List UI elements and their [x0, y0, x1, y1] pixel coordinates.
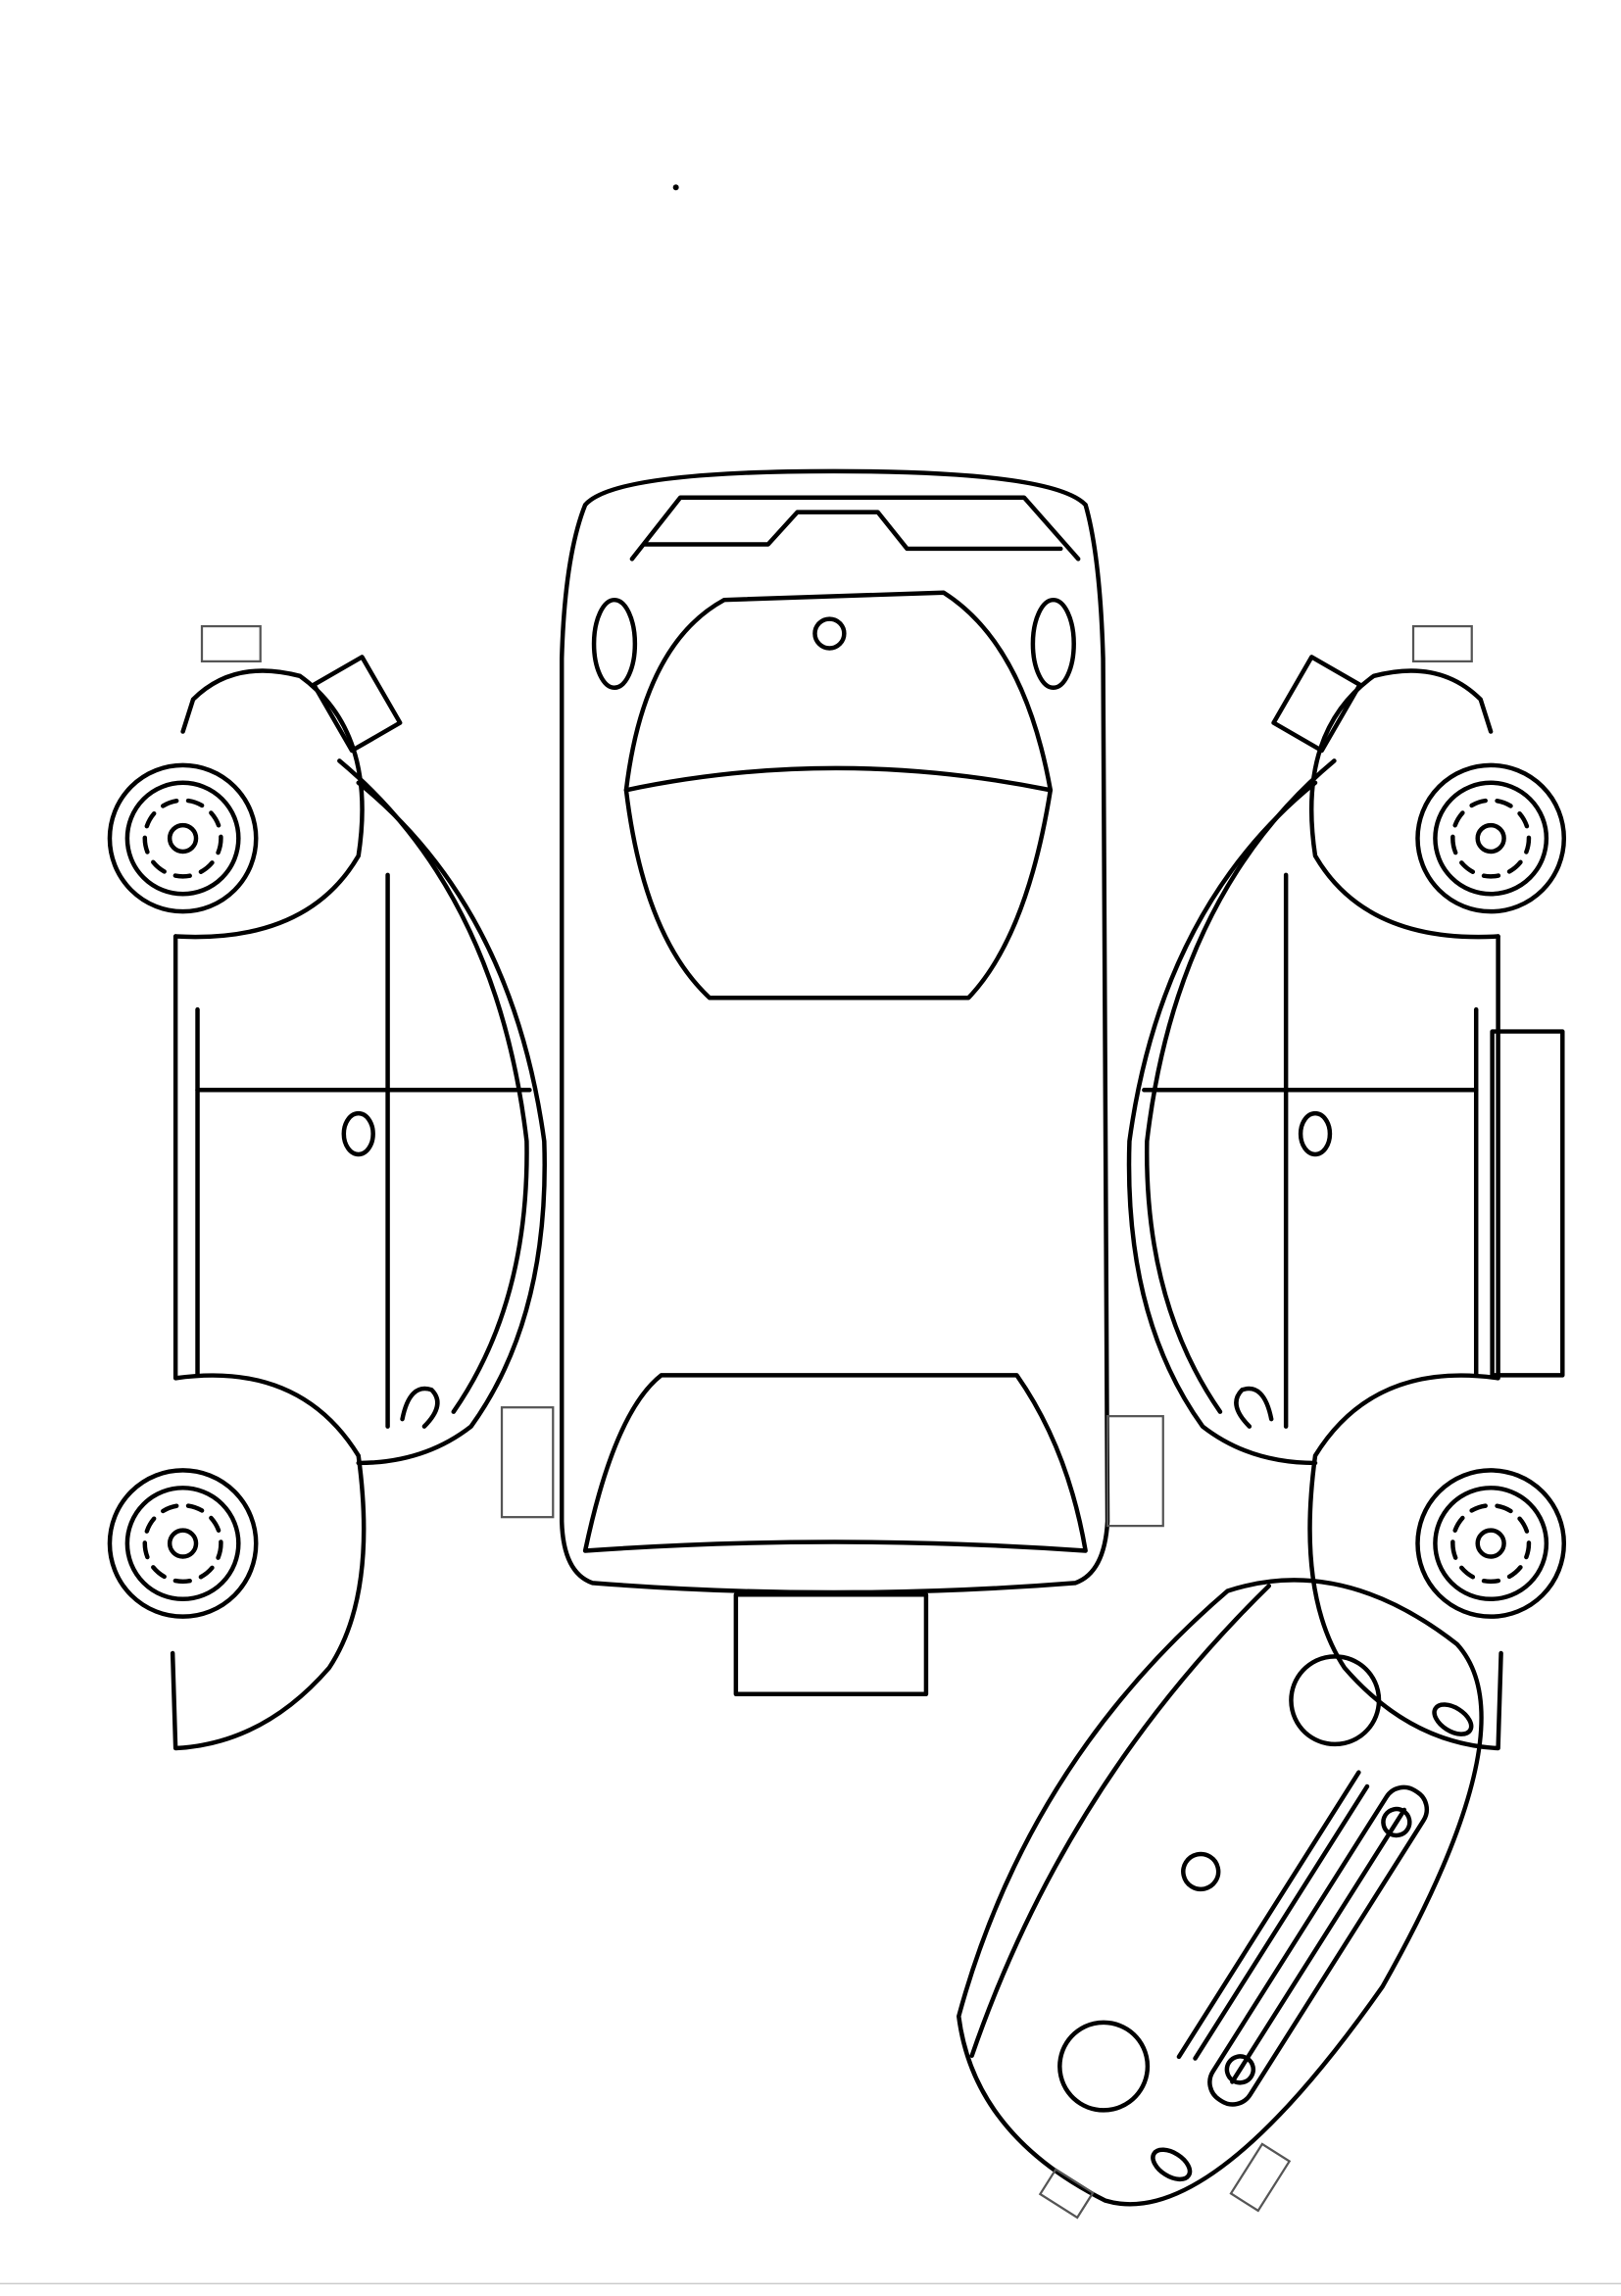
top-view-body — [559, 468, 1110, 1595]
grille — [1207, 1784, 1430, 2107]
side-mirror — [312, 655, 403, 754]
antenna-icon — [812, 616, 847, 651]
door-handle — [341, 1110, 375, 1157]
mirror-left — [500, 1406, 555, 1519]
mirror-right — [1105, 1415, 1164, 1528]
car-left-side-view — [107, 624, 547, 1751]
wheel-front — [107, 762, 259, 914]
car-front-view — [957, 1578, 1484, 2220]
front-grille-line — [629, 495, 1081, 562]
headlight-left — [1057, 2020, 1151, 2113]
emblem — [1181, 1851, 1221, 1892]
car-top-view — [500, 468, 1164, 1697]
wheel-rear — [107, 1468, 259, 1619]
rear-window — [582, 1373, 1088, 1553]
rear-box — [1490, 1029, 1565, 1378]
roof-line — [623, 765, 1054, 793]
headlight-right — [1030, 597, 1076, 690]
bumper-tab — [200, 624, 262, 663]
headlight-left — [591, 597, 638, 690]
headlight-right — [1289, 1654, 1382, 1747]
rear-bumper — [733, 1592, 929, 1697]
